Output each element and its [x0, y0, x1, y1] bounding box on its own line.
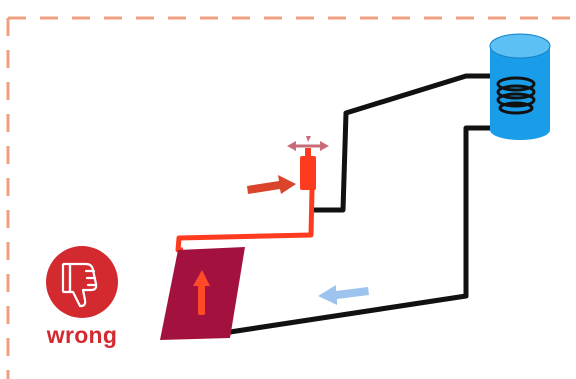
heat-exchanger-coil-icon: [496, 76, 536, 115]
thumbs-down-icon: [61, 262, 98, 308]
cold-flow-arrow: [318, 285, 369, 305]
valve-icon: [287, 136, 329, 190]
collector-up-arrow: [193, 270, 210, 315]
cold-return-pipe: [229, 125, 496, 335]
verdict-label: wrong: [46, 322, 118, 348]
hot-supply-pipe-red: [175, 189, 315, 253]
hot-flow-arrow: [247, 175, 296, 194]
verdict-badge: [46, 246, 118, 318]
storage-tank: [489, 33, 551, 140]
dashed-frame: [6, 16, 576, 379]
hot-supply-pipe-black: [313, 73, 500, 213]
